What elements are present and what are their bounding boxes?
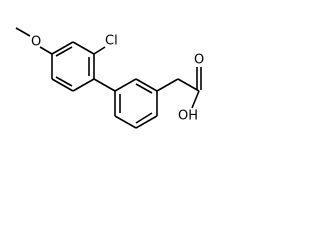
phenyl-ring — [114, 78, 158, 129]
double-bond-inner — [135, 112, 153, 124]
c-cl-bond — [93, 46, 106, 55]
bond — [135, 78, 158, 92]
bond — [51, 41, 74, 55]
double-bond-inner — [55, 76, 73, 87]
biaryl-bond — [93, 78, 116, 92]
bond — [114, 78, 137, 92]
chlorine-atom-label: Cl — [105, 34, 118, 49]
bond — [72, 41, 95, 55]
ch2-carboxyl-bond — [177, 78, 200, 92]
double-bond-inner — [55, 46, 73, 57]
carbonyl-oxygen-label: O — [194, 53, 204, 68]
hydroxyl-label: OH — [178, 109, 198, 124]
bond — [72, 78, 95, 92]
bond — [135, 115, 158, 129]
chloro-methoxy-phenyl-ring — [51, 41, 95, 92]
ring-ch2-bond — [156, 78, 179, 92]
bond — [114, 115, 137, 129]
c-o-methoxy-bond — [39, 46, 53, 55]
c-oh-bond — [191, 90, 200, 109]
bond — [51, 78, 74, 92]
o-methyl-bond — [15, 27, 31, 37]
double-bond-inner — [135, 83, 153, 94]
methoxy-oxygen-label: O — [31, 35, 41, 50]
molecule-structure: Cl O O OH — [15, 27, 204, 129]
